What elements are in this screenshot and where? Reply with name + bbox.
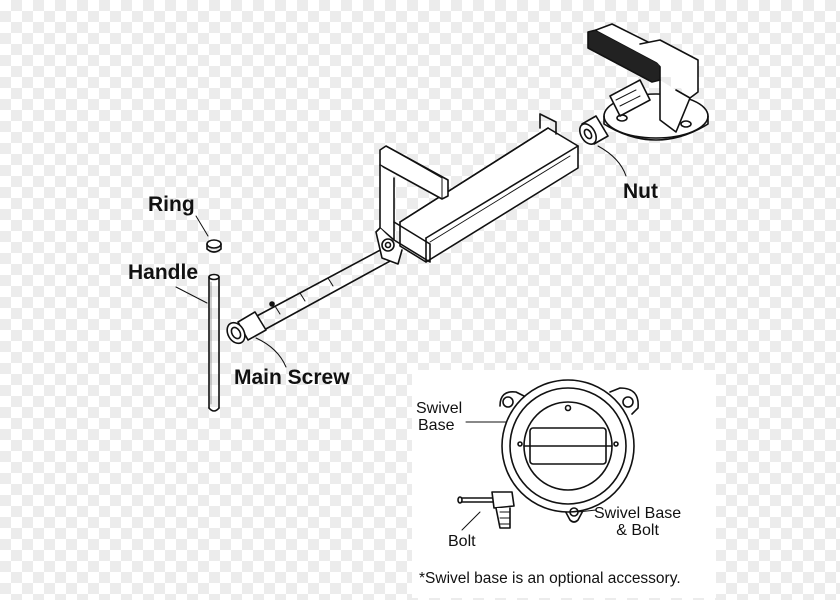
swivel-base-label: Swivel Base	[416, 400, 463, 435]
main-screw-label: Main Screw	[234, 366, 350, 389]
movable-jaw-drawing	[375, 145, 449, 265]
ring-leader-line	[195, 215, 209, 237]
swivel-base-bolt-label-line2: & Bolt	[616, 521, 659, 539]
fixed-jaw-drawing	[587, 23, 709, 141]
main-screw-leader-line	[255, 337, 287, 368]
bolt-drawing	[457, 491, 515, 529]
swivel-base-bolt-label: Swivel Base & Bolt	[594, 505, 682, 540]
nut-leader-line	[597, 145, 627, 177]
ring-drawing	[206, 239, 222, 253]
bolt-leader-line	[461, 511, 481, 531]
handle-label: Handle	[128, 261, 199, 284]
swivel-base-bolt-leader-line	[577, 509, 597, 513]
handle-leader-line	[175, 286, 208, 304]
bolt-label: Bolt	[448, 533, 476, 550]
footnote-text: *Swivel base is an optional accessory.	[419, 570, 681, 587]
main-screw-drawing	[226, 246, 393, 345]
swivel-base-plate-drawing	[499, 379, 639, 523]
nut-label: Nut	[623, 180, 658, 203]
swivel-base-label-line1: Swivel	[416, 400, 463, 417]
swivel-base-bolt-label-line1: Swivel Base	[594, 505, 682, 522]
swivel-base-label-line2: Base	[418, 416, 455, 434]
handle-drawing	[208, 273, 220, 412]
nut-drawing	[579, 115, 609, 145]
ring-label: Ring	[148, 193, 195, 216]
